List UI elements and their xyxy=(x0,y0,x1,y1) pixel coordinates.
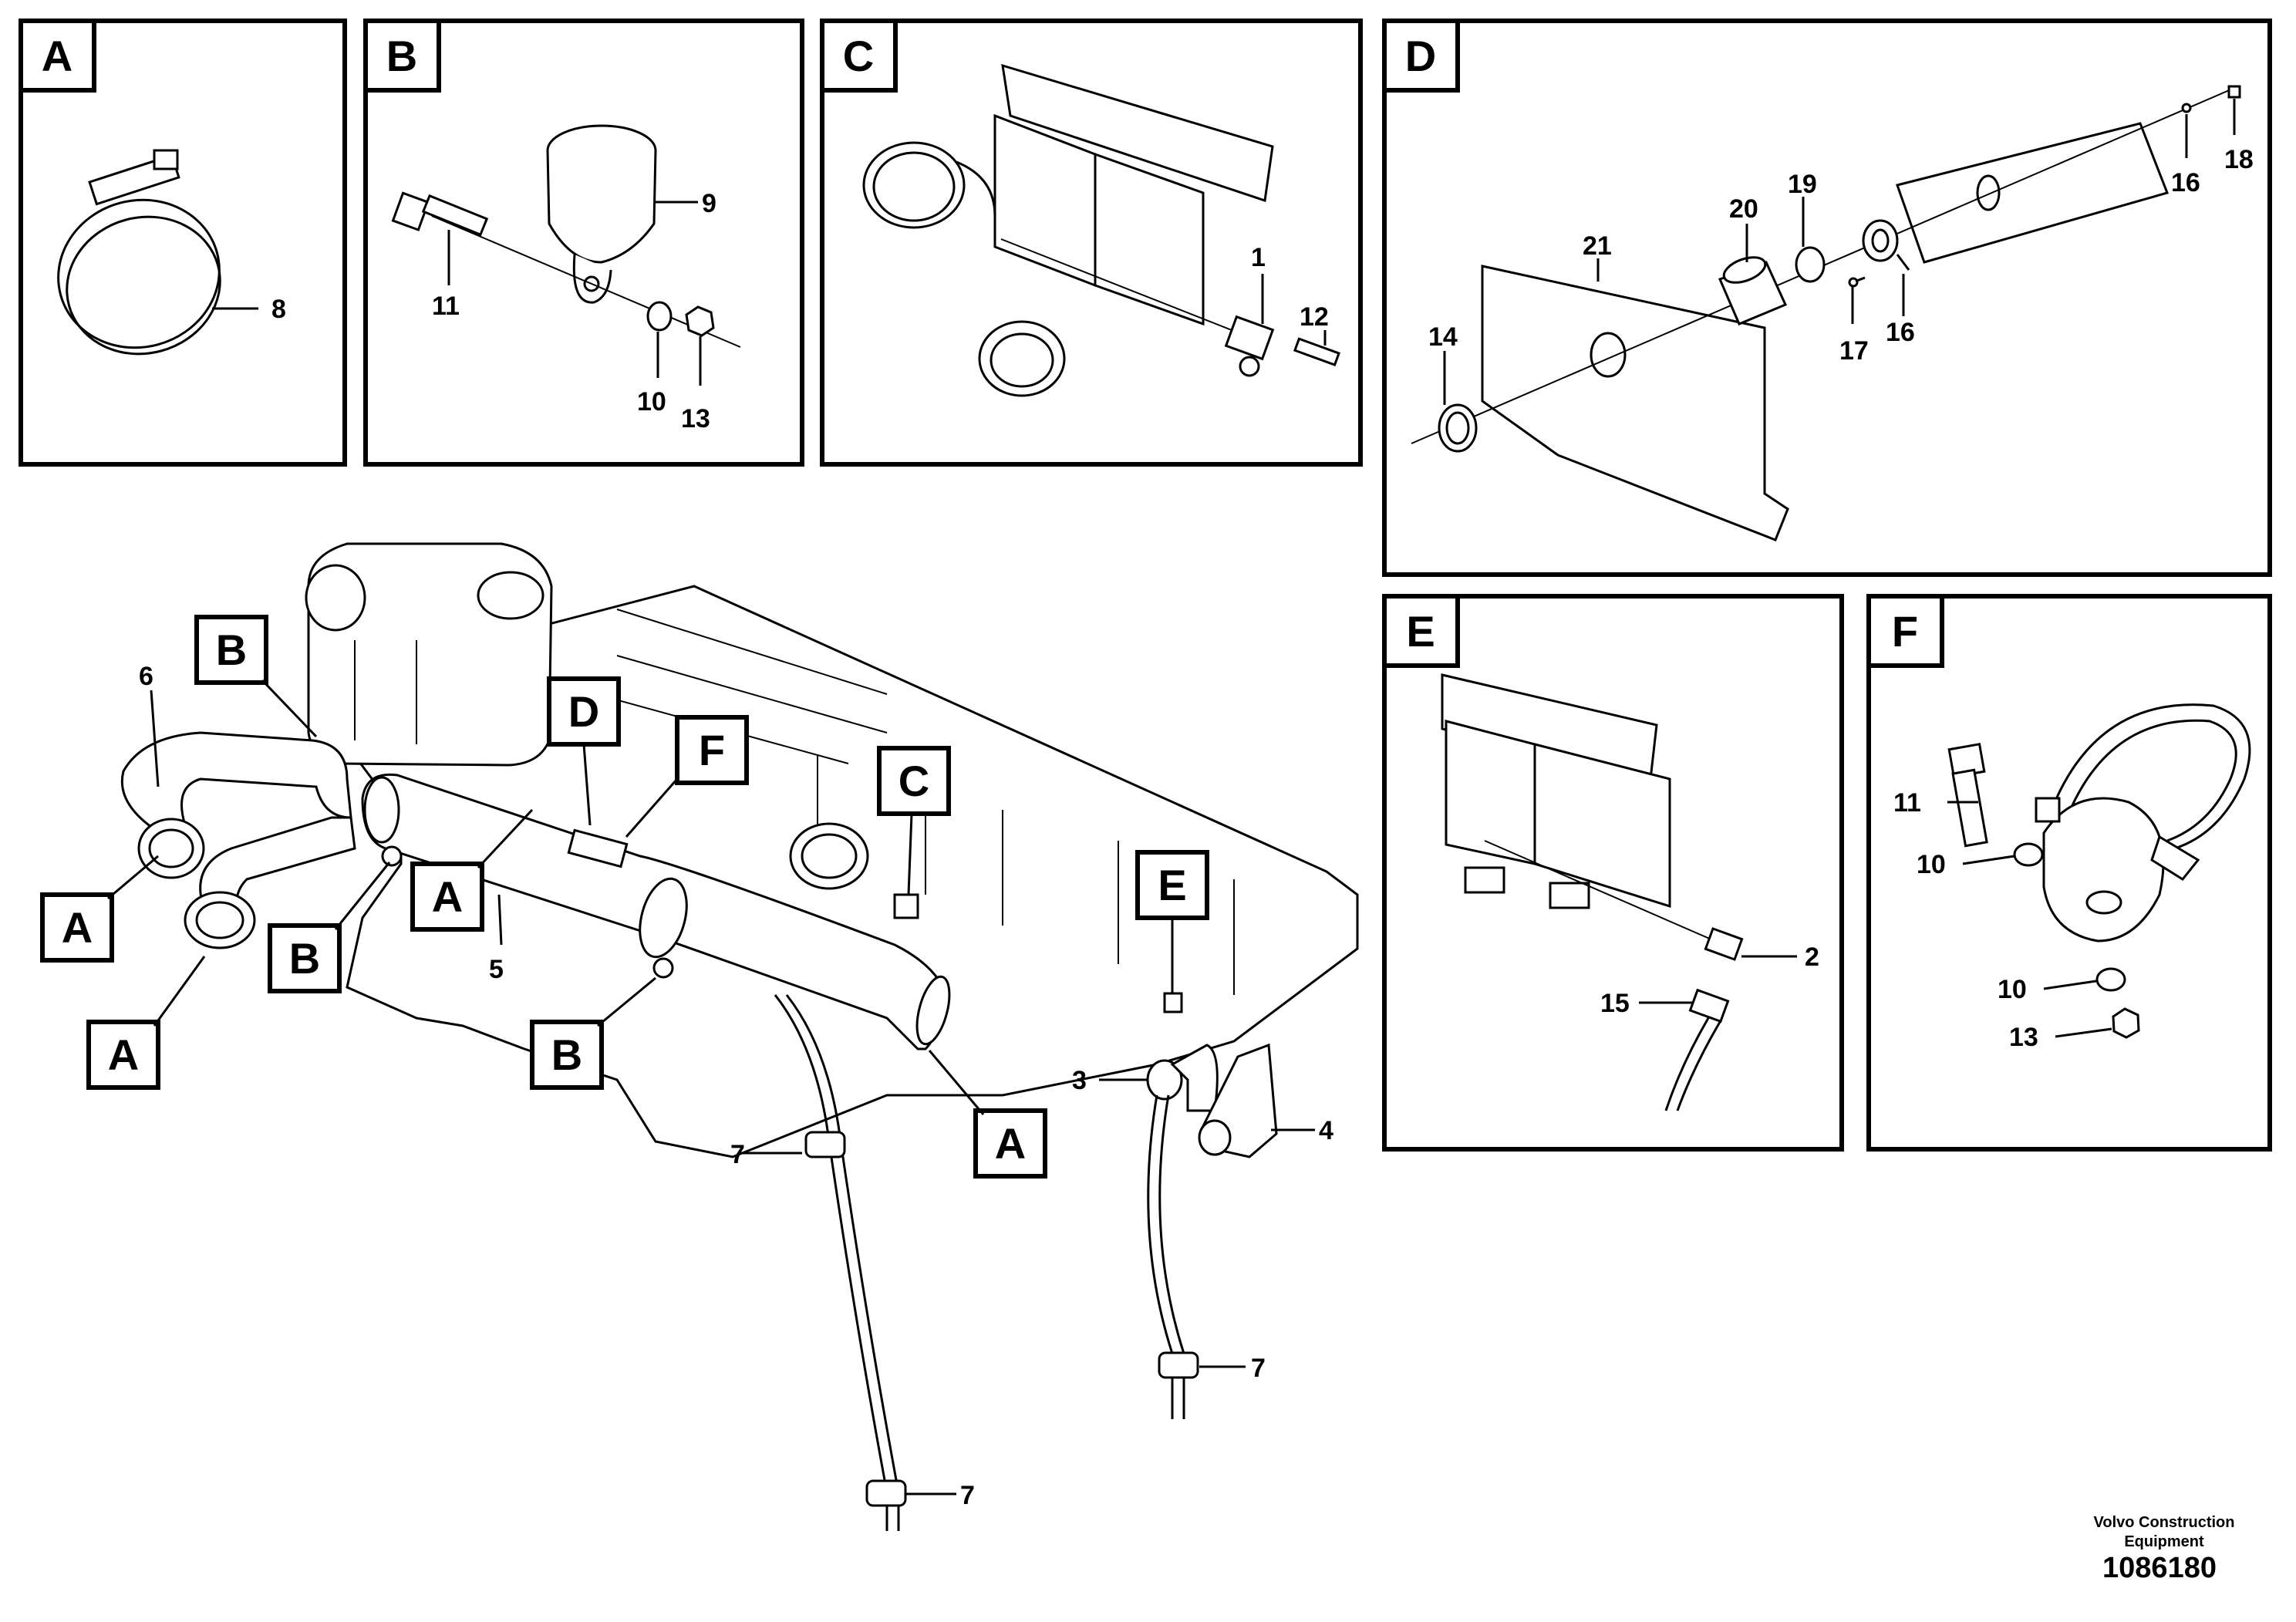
company-line-2: Equipment xyxy=(2124,1533,2204,1550)
callout-1: 1 xyxy=(1251,243,1266,272)
company-line-1: Volvo Construction xyxy=(2094,1514,2235,1531)
callout-3: 3 xyxy=(1072,1066,1087,1095)
tag-d: D xyxy=(568,687,599,736)
grommet-7b xyxy=(865,1479,907,1507)
panel-d-tag: D xyxy=(1405,32,1436,80)
nut xyxy=(685,305,715,337)
baffle-plate xyxy=(1481,265,1789,541)
grommet-7a xyxy=(804,1131,846,1158)
panel-b: B 9 11 10 13 xyxy=(363,19,804,467)
washer-f2 xyxy=(2095,967,2126,992)
callout-17: 17 xyxy=(1839,336,1869,366)
callout-9: 9 xyxy=(702,189,716,218)
p-clip-f xyxy=(2035,703,2251,943)
spacer-20 xyxy=(1718,256,1788,325)
panel-f-tag: F xyxy=(1892,607,1918,656)
bolt xyxy=(391,191,489,237)
callout-19: 19 xyxy=(1788,170,1817,199)
hose-4 xyxy=(1198,1043,1278,1158)
callout-7-c: 7 xyxy=(1251,1354,1266,1383)
grommet-7c xyxy=(1158,1351,1199,1379)
panel-b-tag: B xyxy=(386,32,417,80)
callout-7-b: 7 xyxy=(960,1481,975,1510)
panel-a-tag: A xyxy=(42,32,72,80)
hose-clamp xyxy=(57,149,221,356)
callout-13: 13 xyxy=(681,404,710,433)
clamp-15 xyxy=(1688,988,1730,1023)
drawing-number: 1086180 xyxy=(2102,1552,2217,1584)
p-clip xyxy=(546,124,657,304)
tag-b-left: B xyxy=(289,934,320,983)
callout-18: 18 xyxy=(2224,145,2254,174)
callout-14: 14 xyxy=(1428,322,1458,352)
bushing xyxy=(1862,219,1899,262)
tag-a-mid: A xyxy=(432,872,463,921)
panel-d: D 21 20 19 xyxy=(1382,19,2272,577)
callout-6: 6 xyxy=(139,662,153,691)
main-assembly xyxy=(120,542,1359,1531)
tag-a-right: A xyxy=(995,1119,1026,1168)
callout-2: 2 xyxy=(1805,943,1819,972)
clamp-1 xyxy=(1224,315,1275,377)
callout-10: 10 xyxy=(637,387,666,416)
callout-11: 11 xyxy=(432,292,460,321)
callout-8: 8 xyxy=(271,295,286,324)
grommet-14 xyxy=(1438,403,1478,453)
panel-c: C 1 12 xyxy=(820,19,1363,467)
panel-a: A 8 xyxy=(19,19,347,467)
callout-7-a: 7 xyxy=(730,1140,745,1169)
callout-20: 20 xyxy=(1729,194,1758,224)
callout-16-upper: 16 xyxy=(2171,168,2200,197)
callout-16-lower: 16 xyxy=(1886,318,1915,347)
tag-a-left-2: A xyxy=(108,1030,139,1079)
clamp-main-e xyxy=(1163,992,1183,1013)
callout-21: 21 xyxy=(1583,231,1612,261)
bolt-f xyxy=(1947,743,1988,848)
washer xyxy=(646,301,673,332)
tag-c: C xyxy=(899,757,929,805)
callout-15: 15 xyxy=(1600,989,1630,1018)
tag-e: E xyxy=(1158,861,1186,909)
panel-e-tag: E xyxy=(1406,607,1435,656)
nut-f xyxy=(2112,1007,2140,1039)
callout-4: 4 xyxy=(1319,1116,1333,1145)
callout-11-f: 11 xyxy=(1893,788,1921,818)
expansion-tank xyxy=(305,542,553,767)
callout-13-f: 13 xyxy=(2009,1023,2038,1052)
tag-a-left-1: A xyxy=(62,903,93,952)
panel-f: F 11 10 10 13 xyxy=(1866,594,2272,1152)
hose-3 xyxy=(1146,1044,1219,1112)
panel-c-tag: C xyxy=(843,32,874,80)
tag-b-top: B xyxy=(216,626,247,674)
tag-f: F xyxy=(699,726,725,774)
main-tags: B A A B A D F C E B xyxy=(40,615,1209,1179)
panel-e: E 2 15 xyxy=(1382,594,1844,1152)
callout-10-f1: 10 xyxy=(1917,850,1946,879)
bracket-sheet xyxy=(1896,122,2169,264)
tag-b-lower: B xyxy=(551,1030,582,1079)
callout-5: 5 xyxy=(489,955,504,984)
filler-neck xyxy=(789,822,869,890)
radiator-section xyxy=(862,63,1274,397)
washer-f1 xyxy=(2013,842,2044,867)
callout-12: 12 xyxy=(1300,302,1329,332)
callout-10-f2: 10 xyxy=(1998,975,2027,1004)
clamp-2 xyxy=(1704,927,1744,961)
clamp-main-c xyxy=(893,893,919,919)
ring-19 xyxy=(1795,246,1826,283)
radiator-section-e xyxy=(1441,673,1671,909)
